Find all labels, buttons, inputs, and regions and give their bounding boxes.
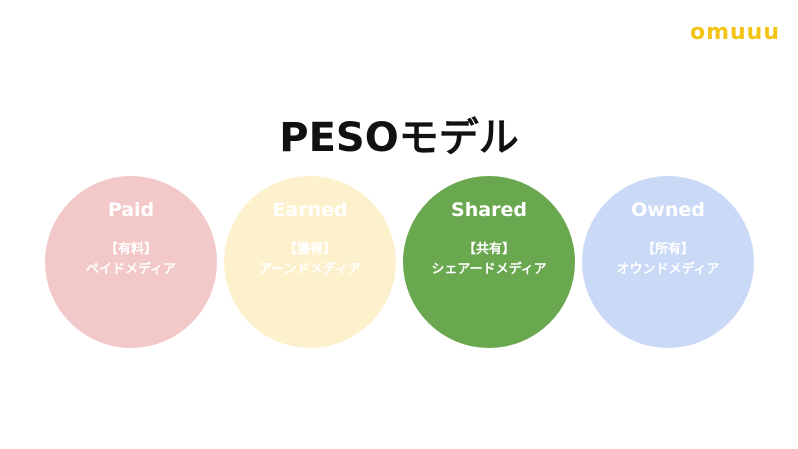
circle-owned: Owned 【所有】 オウンドメディア <box>582 176 754 348</box>
circle-paid: Paid 【有料】 ペイドメディア <box>45 176 217 348</box>
circle-subtitle: ペイドメディア <box>85 262 177 277</box>
circle-name: Owned <box>631 199 705 221</box>
circle-subtitle: オウンドメディア <box>616 262 720 277</box>
brand-logo: omuuu <box>689 20 780 45</box>
page-title: PESOモデル <box>279 115 519 161</box>
circle-kind: 【有料】 <box>104 242 157 257</box>
circle-earned: Earned 【獲得】 アーンドメディア <box>224 176 396 348</box>
circle-name: Earned <box>272 199 348 221</box>
circle-subtitle: アーンドメディア <box>259 262 361 277</box>
circle-shared: Shared 【共有】 シェアードメディア <box>403 176 575 348</box>
circle-kind: 【所有】 <box>641 242 694 257</box>
circle-name: Paid <box>107 199 155 221</box>
circle-name: Shared <box>451 199 527 221</box>
circle-kind: 【共有】 <box>462 242 515 257</box>
circle-kind: 【獲得】 <box>283 242 336 257</box>
circle-subtitle: シェアードメディア <box>431 262 547 277</box>
